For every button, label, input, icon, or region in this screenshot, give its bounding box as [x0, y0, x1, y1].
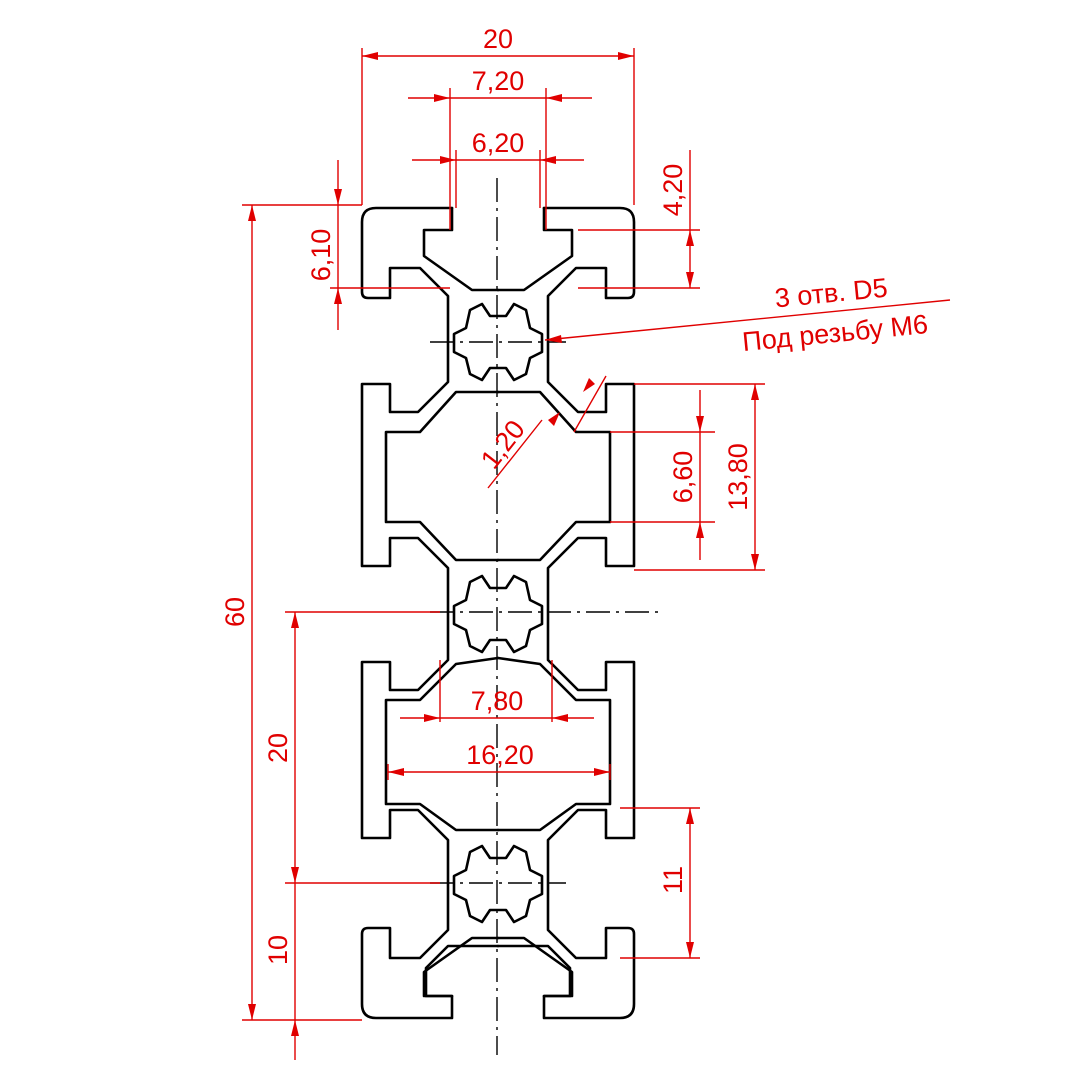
label-end-depth: 11 [658, 866, 688, 894]
label-slot-depth: 4,20 [658, 164, 688, 217]
core-hole-3 [452, 844, 544, 924]
label-thread: Под резьбу М6 [741, 309, 929, 357]
cavity-lower [496, 656, 612, 832]
core-hole-2 [452, 574, 544, 654]
profile-right-contour [496, 206, 636, 1020]
label-cavity-width: 16,20 [466, 740, 534, 770]
label-cavity-inner: 6,60 [668, 451, 698, 504]
top-t-slot [496, 206, 574, 292]
label-cavity-outer: 13,80 [723, 443, 753, 511]
center-lines [430, 178, 660, 1055]
dimensions [242, 48, 951, 1060]
label-height-total: 60 [220, 597, 250, 627]
label-pitch: 20 [263, 733, 293, 763]
label-slot-inner: 6,20 [472, 128, 525, 158]
cavity-upper [496, 390, 612, 562]
core-hole-1 [452, 302, 544, 382]
label-width-total: 20 [483, 24, 513, 54]
label-slot-opening: 7,20 [472, 66, 525, 96]
dimension-labels: 20 7,20 6,20 4,20 6,10 60 20 10 6,60 13,… [220, 24, 929, 965]
bottom-t-slot [496, 936, 574, 998]
label-edge-offset: 10 [263, 935, 293, 965]
aluminium-profile-outline [360, 206, 636, 1020]
label-lip-height: 6,10 [306, 229, 336, 282]
label-slot-width-inner: 7,80 [471, 686, 524, 716]
